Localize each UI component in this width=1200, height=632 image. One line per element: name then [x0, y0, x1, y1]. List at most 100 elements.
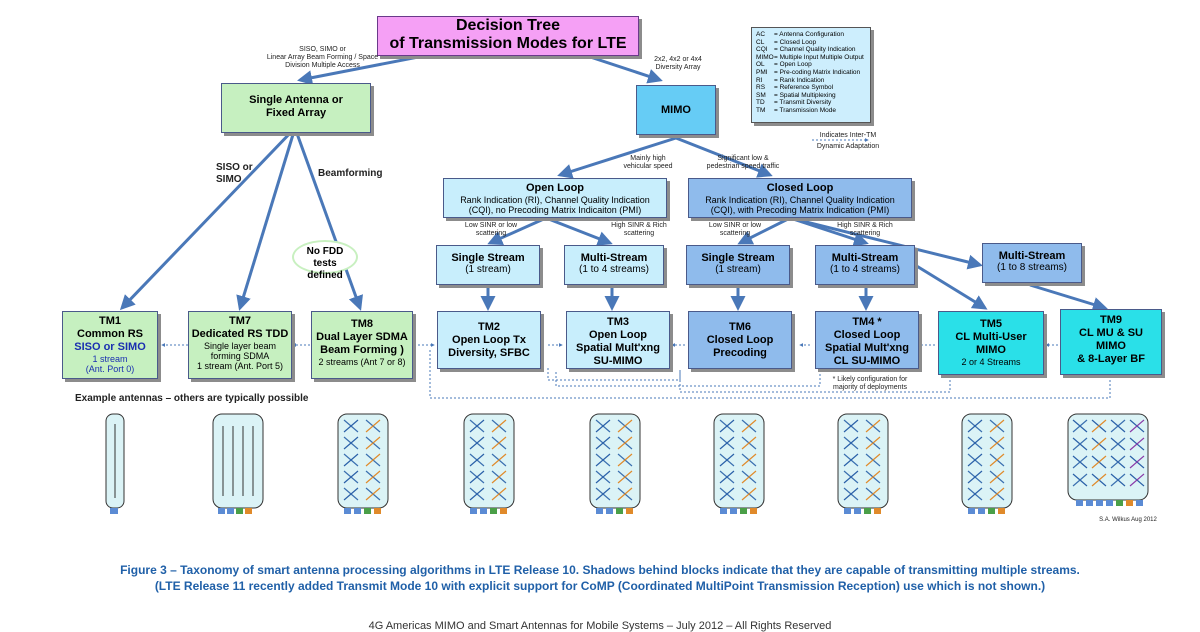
tm-line: Closed Loop	[833, 329, 901, 341]
legend-text: = Transmission Mode	[774, 106, 836, 114]
cl-multi-stream-node: Multi-Stream (1 to 4 streams)	[815, 245, 915, 285]
node-desc: Rank Indication (RI), Channel Quality In…	[705, 195, 895, 205]
closed-loop-node: Closed Loop Rank Indication (RI), Channe…	[688, 178, 912, 218]
legend-row: CL= Closed Loop	[756, 39, 866, 47]
mainly-high-label: Mainly high vehicular speed	[620, 155, 676, 171]
diagram-title: Decision Tree of Transmission Modes for …	[377, 16, 639, 56]
tm-line: SU-MIMO	[593, 355, 643, 367]
tm-line: Beam Forming )	[320, 344, 404, 356]
tm-id: TM4 *	[852, 316, 882, 328]
antenna-body	[961, 413, 1013, 509]
branch-label-line: Low SINR or low	[464, 222, 518, 229]
tm-sub: 1 stream	[92, 354, 128, 364]
cl-low-sinr-label: Low SINR or low scattering	[700, 222, 770, 238]
tm-id: TM9	[1100, 314, 1122, 326]
tm2-box: TM2 Open Loop Tx Diversity, SFBC	[437, 311, 541, 369]
footnote-line: * Likely configuration for	[832, 376, 908, 383]
branch-label-line: scattering	[719, 230, 751, 237]
branch-label-line: vehicular speed	[623, 163, 673, 170]
tm4-box: TM4 * Closed Loop Spatial Mult'xng CL SU…	[815, 311, 919, 369]
tm-sub: 2 streams (Ant 7 or 8)	[318, 357, 406, 367]
legend-abbr: CL	[756, 38, 765, 46]
legend-abbr: SM	[756, 91, 766, 99]
tm-sub: Single layer beam	[203, 341, 277, 351]
tm3-box: TM3 Open Loop Spatial Mult'xng SU-MIMO	[566, 311, 670, 369]
node-line: MIMO	[661, 104, 691, 116]
siso-simo-label: SISO or SIMO	[216, 162, 253, 186]
tm-id: TM8	[351, 318, 373, 330]
antenna-8-element	[1067, 413, 1149, 506]
node-sub: (1 to 8 streams)	[996, 262, 1068, 273]
tm4-footnote: * Likely configuration for majority of d…	[820, 376, 920, 392]
branch-label-line: Mainly high	[630, 155, 666, 162]
path-label-line: Division Multiple Access	[285, 62, 360, 69]
tm-id: TM2	[478, 321, 500, 333]
beamforming-label: Beamforming	[318, 168, 383, 179]
title-line-1: Decision Tree	[455, 17, 561, 34]
path-label-line: SISO, SIMO or	[299, 46, 346, 53]
branch-label-line: scattering	[623, 230, 655, 237]
tm-sub: 2 or 4 Streams	[961, 357, 1021, 367]
legend-text: = Multiple Input Multiple Output	[774, 53, 864, 61]
tm7-box: TM7 Dedicated RS TDD Single layer beam f…	[188, 311, 292, 379]
cl-single-stream-node: Single Stream (1 stream)	[686, 245, 790, 285]
mimo-path-label: 2x2, 4x2 or 4x4 Diversity Array	[648, 56, 708, 72]
tm-line: CL Multi-User	[955, 331, 1027, 343]
node-title: Multi-Stream	[831, 252, 899, 264]
legend-text: = Pre-coding Matrix Indication	[774, 68, 861, 76]
node-line: Single Antenna or	[249, 94, 343, 106]
tm-line: & 8-Layer BF	[1077, 353, 1145, 365]
tm-line: Diversity, SFBC	[448, 347, 530, 359]
node-line: Fixed Array	[265, 107, 327, 119]
node-sub: (1 to 4 streams)	[829, 264, 901, 275]
tm-line: Dedicated RS TDD	[191, 328, 289, 340]
antenna-linear-array	[212, 413, 264, 514]
legend-text: = Spatial Multiplexing	[774, 91, 836, 99]
legend-abbr: AC	[756, 31, 766, 38]
tm-id: TM6	[729, 321, 751, 333]
legend-row: PMI= Pre-coding Matrix Indication	[756, 69, 866, 77]
ol-high-sinr-label: High SINR & Rich scattering	[604, 222, 674, 238]
tm8-box: TM8 Dual Layer SDMA Beam Forming ) 2 str…	[311, 311, 413, 379]
legend-row: TD= Transmit Diversity	[756, 99, 866, 107]
node-desc: (CQI), no Precoding Matrix Indicaiton (P…	[468, 205, 642, 215]
inter-tm-note-line-2: Dynamic Adaptation	[816, 143, 880, 150]
legend-row: MIMO= Multiple Input Multiple Output	[756, 54, 866, 62]
tm-id: TM1	[99, 315, 121, 327]
legend-row: TM= Transmission Mode	[756, 107, 866, 115]
node-sub: (1 stream)	[465, 264, 511, 275]
tm-line: Common RS	[77, 328, 143, 340]
tm-line: CL SU-MIMO	[833, 355, 901, 367]
tm-line: Open Loop Tx	[452, 334, 526, 346]
node-desc: Rank Indication (RI), Channel Quality In…	[460, 195, 650, 205]
tm-sub: forming SDMA	[210, 351, 270, 361]
node-title: Multi-Stream	[580, 252, 648, 264]
figure-caption-line-1: Figure 3 – Taxonomy of smart antenna pro…	[120, 563, 1080, 577]
legend-text: = Antenna Configuration	[774, 31, 844, 38]
legend-row: CQI= Channel Quality Indication	[756, 46, 866, 54]
branch-label-line: High SINR & Rich	[837, 222, 893, 229]
node-title: Single Stream	[701, 252, 775, 264]
antenna-body	[337, 413, 389, 509]
note-line: defined	[307, 270, 343, 281]
figure-caption-line-2: (LTE Release 11 recently added Transmit …	[154, 579, 1046, 593]
branch-label-line: Low SINR or low	[708, 222, 762, 229]
antenna-siso	[105, 413, 125, 514]
tm-line-highlight: SISO or SIMO	[74, 341, 146, 353]
tm-line: Precoding	[713, 347, 767, 359]
note-line: No FDD tests	[306, 246, 344, 269]
node-title: Single Stream	[451, 252, 525, 264]
node-title: Open Loop	[525, 182, 585, 194]
ol-low-sinr-label: Low SINR or low scattering	[456, 222, 526, 238]
tm-id: TM5	[980, 318, 1002, 330]
branch-label-line: pedestrian speed traffic	[706, 163, 780, 170]
page-footer: 4G Americas MIMO and Smart Antennas for …	[368, 620, 832, 632]
legend-row: OL= Open Loop	[756, 61, 866, 69]
node-desc: (CQI), with Precoding Matrix Indication …	[710, 205, 890, 215]
footnote-line: majority of deployments	[833, 384, 907, 391]
legend-abbr: TD	[756, 99, 765, 107]
single-antenna-path-label: SISO, SIMO or Linear Array Beam Forming …	[255, 46, 390, 70]
branch-label-line: SISO or	[216, 162, 253, 173]
node-title: Multi-Stream	[998, 250, 1066, 262]
